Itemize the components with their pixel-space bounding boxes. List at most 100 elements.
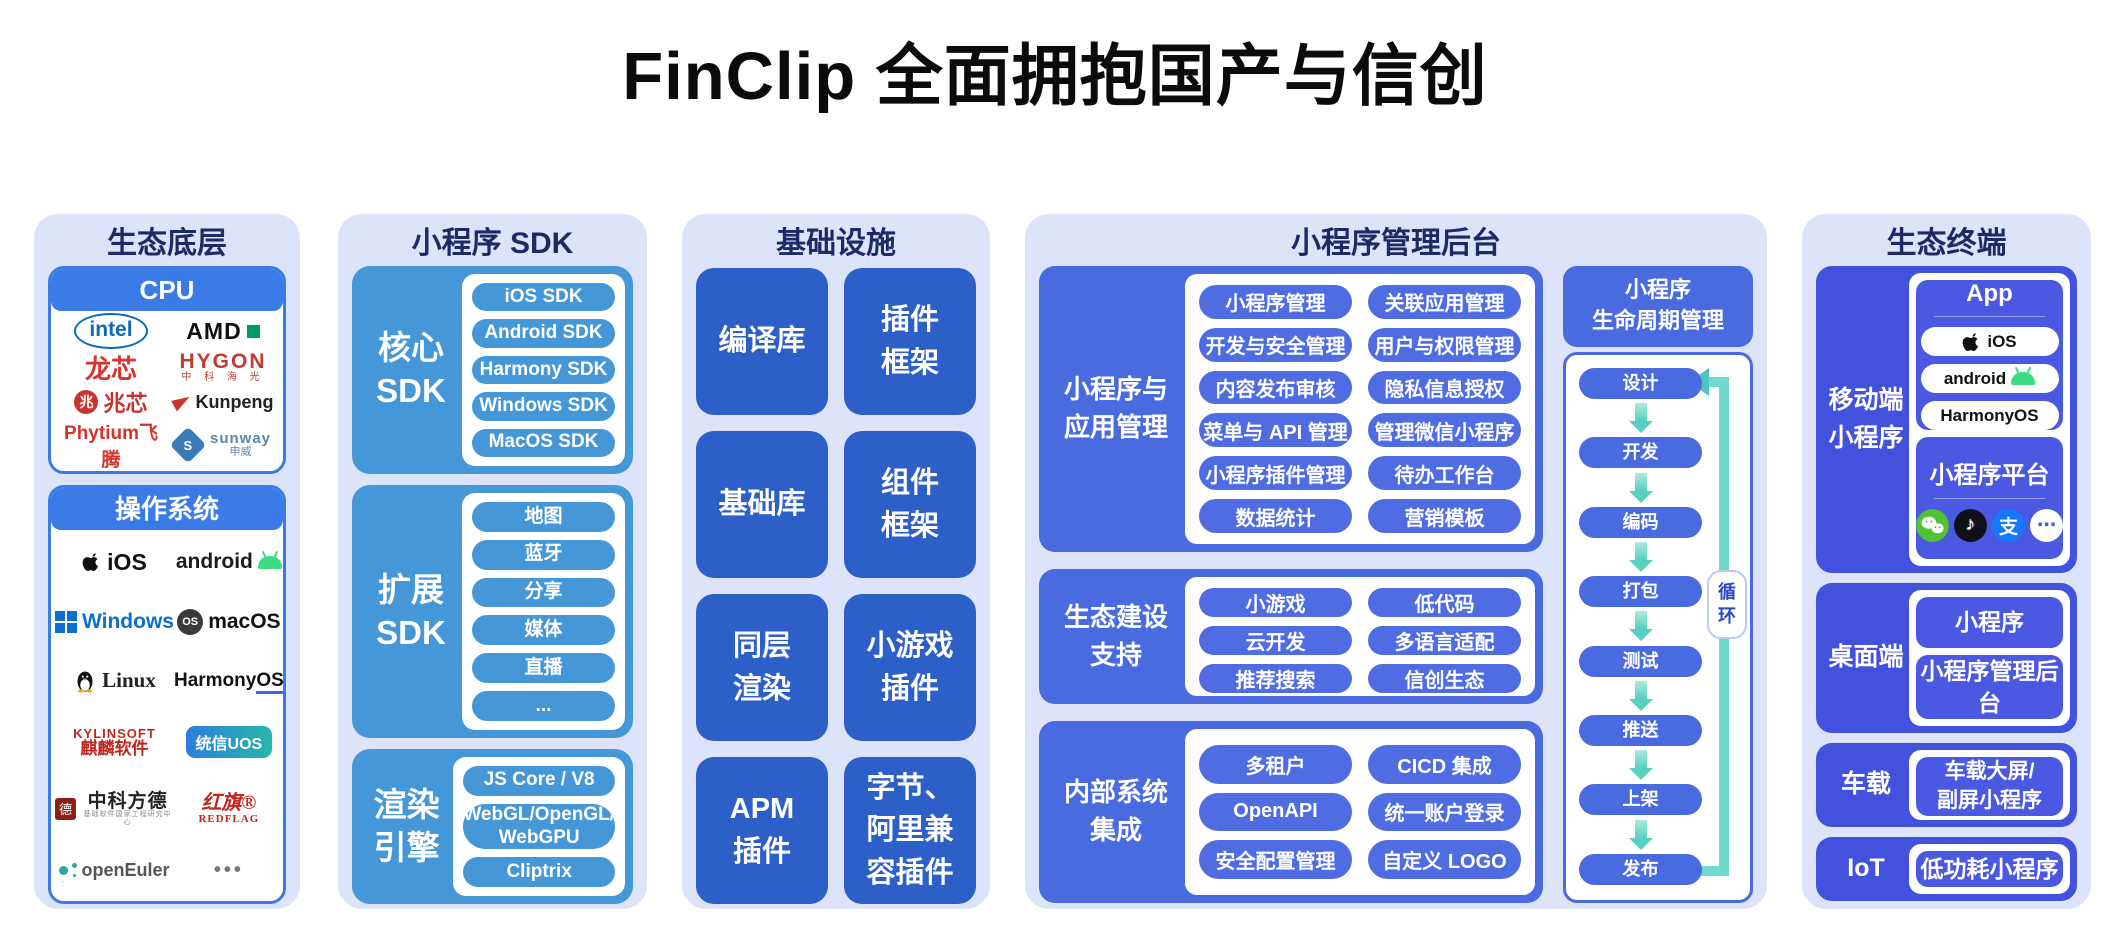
car-body: 车载大屏/副屏小程序 [1909, 750, 2070, 820]
macos-wordmark: macOS [208, 609, 281, 633]
render-engine-group: 渲染引擎 JS Core / V8 WebGL/OpenGL/WebGPU Cl… [352, 749, 633, 904]
admin-pill: 安全配置管理 [1199, 840, 1352, 879]
macos-badge-icon: OS [177, 608, 204, 635]
admin-pill: 开发与安全管理 [1199, 327, 1352, 362]
app-box-header: App [1966, 280, 2013, 307]
ios-wordmark: iOS [107, 548, 147, 575]
admin-pill: 信创生态 [1368, 664, 1521, 693]
mobile-miniapp-row: 移动端小程序 App iOS android HarmonyOS 小程序平台 ♪… [1816, 266, 2077, 573]
openeuler-wordmark: openEuler [81, 860, 170, 881]
harmonyos-wordmark: HarmonyOS [174, 669, 283, 694]
mobile-miniapp-label: 移动端小程序 [1828, 386, 1904, 452]
infrastructure-title: 基础设施 [776, 227, 896, 260]
infra-cell-compat-plugin: 字节、阿里兼容插件 [844, 757, 976, 904]
redflag-subtext: REDFLAG [198, 812, 260, 825]
harmonyos-logo: HarmonyOS [174, 669, 283, 694]
render-engine-label: 渲染引擎 [373, 785, 440, 866]
admin-console-content: 小程序与应用管理 小程序管理 关联应用管理 开发与安全管理 用户与权限管理 内容… [1039, 266, 1753, 903]
panel-eco-terminal: 生态终端 移动端小程序 App iOS android HarmonyOS 小程… [1802, 214, 2091, 909]
ellipsis-icon: ••• [213, 859, 244, 882]
sdk-pill: iOS SDK [472, 283, 615, 312]
infra-cell-component-framework: 组件框架 [844, 431, 976, 578]
alipay-icon: 支 [1992, 508, 2025, 542]
android-pill: android [1920, 364, 2059, 393]
ecosystem-support-body: 小游戏 低代码 云开发 多语言适配 推荐搜索 信创生态 [1185, 577, 1535, 696]
admin-pill: 统一账户登录 [1368, 792, 1521, 832]
lifecycle-step-launch: 上架 [1579, 784, 1702, 816]
apple-icon [1962, 332, 1979, 351]
admin-pill: 管理微信小程序 [1368, 413, 1521, 448]
page-title: FinClip 全面拥抱国产与信创 [622, 39, 1488, 114]
wechat-icon [1916, 508, 1949, 542]
linux-penguin-icon [77, 671, 93, 693]
amd-wordmark: AMD [186, 317, 242, 344]
desktop-body: 小程序 小程序管理后台 [1909, 590, 2070, 726]
ios-logo: iOS [82, 549, 147, 576]
sdk-pill: JS Core / V8 [463, 766, 615, 796]
sdk-pill: Cliptrix [463, 857, 615, 887]
android-robot-icon [2011, 372, 2036, 385]
openeuler-dots-icon [59, 866, 69, 876]
iot-lowpower-box: 低功耗小程序 [1916, 851, 2063, 887]
down-arrow-icon [1628, 403, 1653, 434]
admin-pill: 关联应用管理 [1368, 285, 1521, 319]
iot-body: 低功耗小程序 [1909, 844, 2070, 894]
car-label: 车载 [1840, 770, 1891, 799]
core-sdk-body: iOS SDK Android SDK Harmony SDK Windows … [462, 274, 625, 466]
lifecycle-step-design: 设计 [1579, 368, 1702, 399]
internal-system-label: 内部系统集成 [1063, 777, 1168, 845]
sdk-pill: Android SDK [472, 319, 615, 348]
lifecycle-body: 循环 设计 开发 编码 打包 测试 推送 上架 发布 [1563, 352, 1753, 903]
eco-terminal-title: 生态终端 [1886, 227, 2007, 260]
admin-pill: 推荐搜索 [1199, 664, 1352, 693]
redflag-logo: 红旗®REDFLAG [198, 791, 260, 826]
loop-bottom-stub [1699, 866, 1729, 876]
sdk-pill: 分享 [472, 577, 615, 608]
apple-icon [82, 553, 99, 572]
down-arrow-icon [1628, 611, 1653, 642]
extension-sdk-body: 地图 蓝牙 分享 媒体 直播 ... [462, 493, 625, 730]
car-screen-box: 车载大屏/副屏小程序 [1916, 757, 2063, 816]
fangde-wordmark: 中科方德 [87, 790, 168, 812]
amd-square-icon [246, 324, 260, 338]
platform-icon-row: ♪ 支 ⋯ [1916, 508, 2063, 542]
app-management-group: 小程序与应用管理 小程序管理 关联应用管理 开发与安全管理 用户与权限管理 内容… [1039, 266, 1543, 552]
down-arrow-icon [1628, 680, 1653, 711]
sdk-pill: 地图 [472, 502, 615, 532]
down-arrow-icon [1628, 750, 1653, 781]
iot-label: IoT [1847, 854, 1885, 883]
panel-admin-console: 小程序管理后台 小程序与应用管理 小程序管理 关联应用管理 开发与安全管理 用户… [1025, 214, 1767, 909]
linux-logo: Linux [73, 668, 156, 693]
cpu-card-header: CPU [51, 269, 283, 311]
admin-groups-column: 小程序与应用管理 小程序管理 关联应用管理 开发与安全管理 用户与权限管理 内容… [1039, 266, 1543, 903]
divider [1934, 316, 2045, 317]
sdk-pill: 蓝牙 [472, 539, 615, 570]
ios-pill: iOS [1920, 327, 2059, 356]
admin-pill: 待办工作台 [1368, 456, 1521, 491]
fangde-subtext: 基础软件国家工程研究中心 [83, 811, 172, 826]
sunway-diamond-icon: S [169, 426, 207, 464]
hygon-wordmark: HYGON [179, 350, 267, 374]
loongson-wordmark: 龙芯 [84, 354, 137, 384]
admin-pill: 自定义 LOGO [1368, 840, 1521, 879]
redflag-wordmark: 红旗® [201, 791, 257, 814]
infra-cell-plugin-framework: 插件框架 [844, 268, 976, 415]
mobile-miniapp-body: App iOS android HarmonyOS 小程序平台 ♪ 支 ⋯ [1909, 273, 2070, 566]
desktop-admin-box: 小程序管理后台 [1916, 654, 2063, 719]
windows-wordmark: Windows [82, 609, 174, 633]
admin-pill: CICD 集成 [1368, 745, 1521, 784]
sdk-pill: Windows SDK [472, 392, 615, 421]
admin-pill: 小游戏 [1199, 588, 1352, 617]
amd-logo: AMD [186, 317, 260, 345]
fangde-logo: 德中科方德基础软件国家工程研究中心 [55, 790, 174, 827]
admin-pill: 多语言适配 [1368, 626, 1521, 655]
lifecycle-step-test: 测试 [1579, 645, 1702, 677]
